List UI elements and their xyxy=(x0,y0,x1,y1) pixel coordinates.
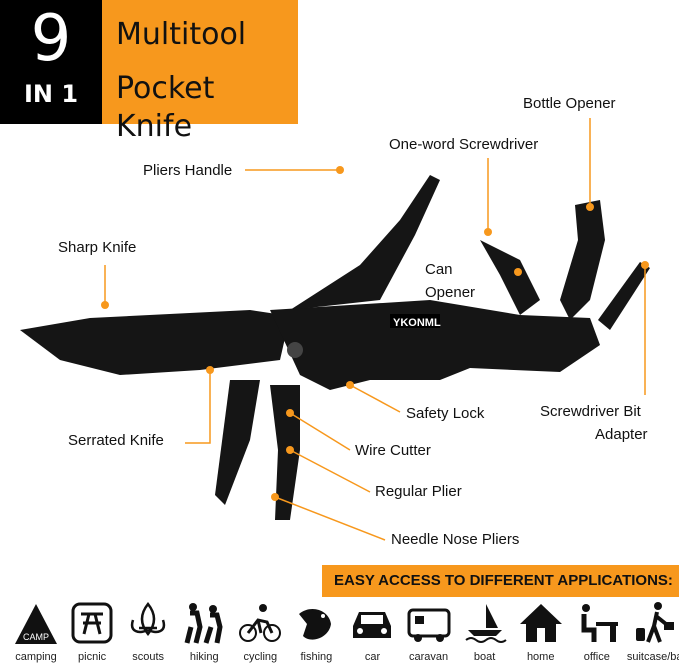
title-line1: Multitool xyxy=(116,17,247,52)
title-line2: Pocket Knife xyxy=(116,71,215,144)
car-icon xyxy=(353,612,392,638)
count-badge: 9 IN 1 xyxy=(0,0,102,124)
fleur-de-lis-icon xyxy=(131,601,166,637)
app-hiking: hiking xyxy=(178,600,230,663)
app-scouts: scouts xyxy=(122,600,174,663)
app-office: office xyxy=(571,600,623,663)
app-label: office xyxy=(583,651,610,663)
app-label: car xyxy=(364,651,381,663)
multitool-illustration: YKONML xyxy=(20,118,650,541)
app-cycling: cycling xyxy=(234,600,286,663)
count-in-one: IN 1 xyxy=(23,80,79,108)
app-label: scouts xyxy=(132,651,165,663)
label-pliers-handle: Pliers Handle xyxy=(143,162,233,179)
label-screwdriver-bit-1: Screwdriver Bit xyxy=(540,403,641,420)
app-label: suitcase/bag xyxy=(626,651,679,663)
app-caravan: caravan xyxy=(403,600,455,663)
label-regular-plier: Regular Plier xyxy=(375,483,462,500)
app-car: car xyxy=(346,600,398,663)
app-home: home xyxy=(515,600,567,663)
tent-icon: CAMP xyxy=(15,604,57,644)
label-safety-lock: Safety Lock xyxy=(406,405,485,422)
app-boat: boat xyxy=(459,600,511,663)
app-suitcase: suitcase/bag xyxy=(627,600,679,663)
app-label: hiking xyxy=(189,651,219,663)
hikers-icon xyxy=(184,603,223,644)
app-label: boat xyxy=(473,651,496,663)
label-needle-nose-pliers: Needle Nose Pliers xyxy=(391,531,520,548)
app-label: fishing xyxy=(300,651,333,663)
bicycle-icon xyxy=(239,604,282,642)
label-can-opener-2: Opener xyxy=(425,284,476,301)
app-label: caravan xyxy=(408,651,449,663)
label-serrated-knife: Serrated Knife xyxy=(68,432,164,449)
house-icon xyxy=(519,604,562,642)
app-label: cycling xyxy=(243,651,278,663)
label-one-word-screwdriver: One-word Screwdriver xyxy=(389,136,539,153)
picnic-table-icon xyxy=(71,602,113,644)
title-banner: Multitool Pocket Knife xyxy=(102,0,298,144)
traveler-suitcase-icon xyxy=(635,602,674,643)
app-fishing: fishing xyxy=(290,600,342,663)
app-label: home xyxy=(526,651,555,663)
app-picnic: picnic xyxy=(66,600,118,663)
fish-icon xyxy=(299,609,332,640)
count-number: 9 xyxy=(30,2,72,76)
brand-logo: YKONML xyxy=(393,317,441,329)
label-sharp-knife: Sharp Knife xyxy=(58,239,137,256)
applications-banner: EASY ACCESS TO DIFFERENT APPLICATIONS: xyxy=(322,565,679,597)
app-camping: CAMP camping xyxy=(10,600,62,663)
office-desk-icon xyxy=(581,604,618,642)
caravan-icon xyxy=(407,608,451,642)
sailboat-icon xyxy=(465,604,507,643)
svg-text:CAMP: CAMP xyxy=(23,632,49,642)
app-label: camping xyxy=(15,651,57,663)
label-screwdriver-bit-2: Adapter xyxy=(595,426,648,443)
label-can-opener-1: Can xyxy=(425,261,453,278)
leader-dots xyxy=(101,166,649,501)
app-label: picnic xyxy=(78,651,107,663)
leader-lines xyxy=(104,118,646,541)
knife-silhouette xyxy=(20,175,650,520)
label-wire-cutter: Wire Cutter xyxy=(355,442,431,459)
label-bottle-opener: Bottle Opener xyxy=(523,95,616,112)
applications-row: CAMP camping picnic scouts hiking cycling… xyxy=(10,600,679,663)
